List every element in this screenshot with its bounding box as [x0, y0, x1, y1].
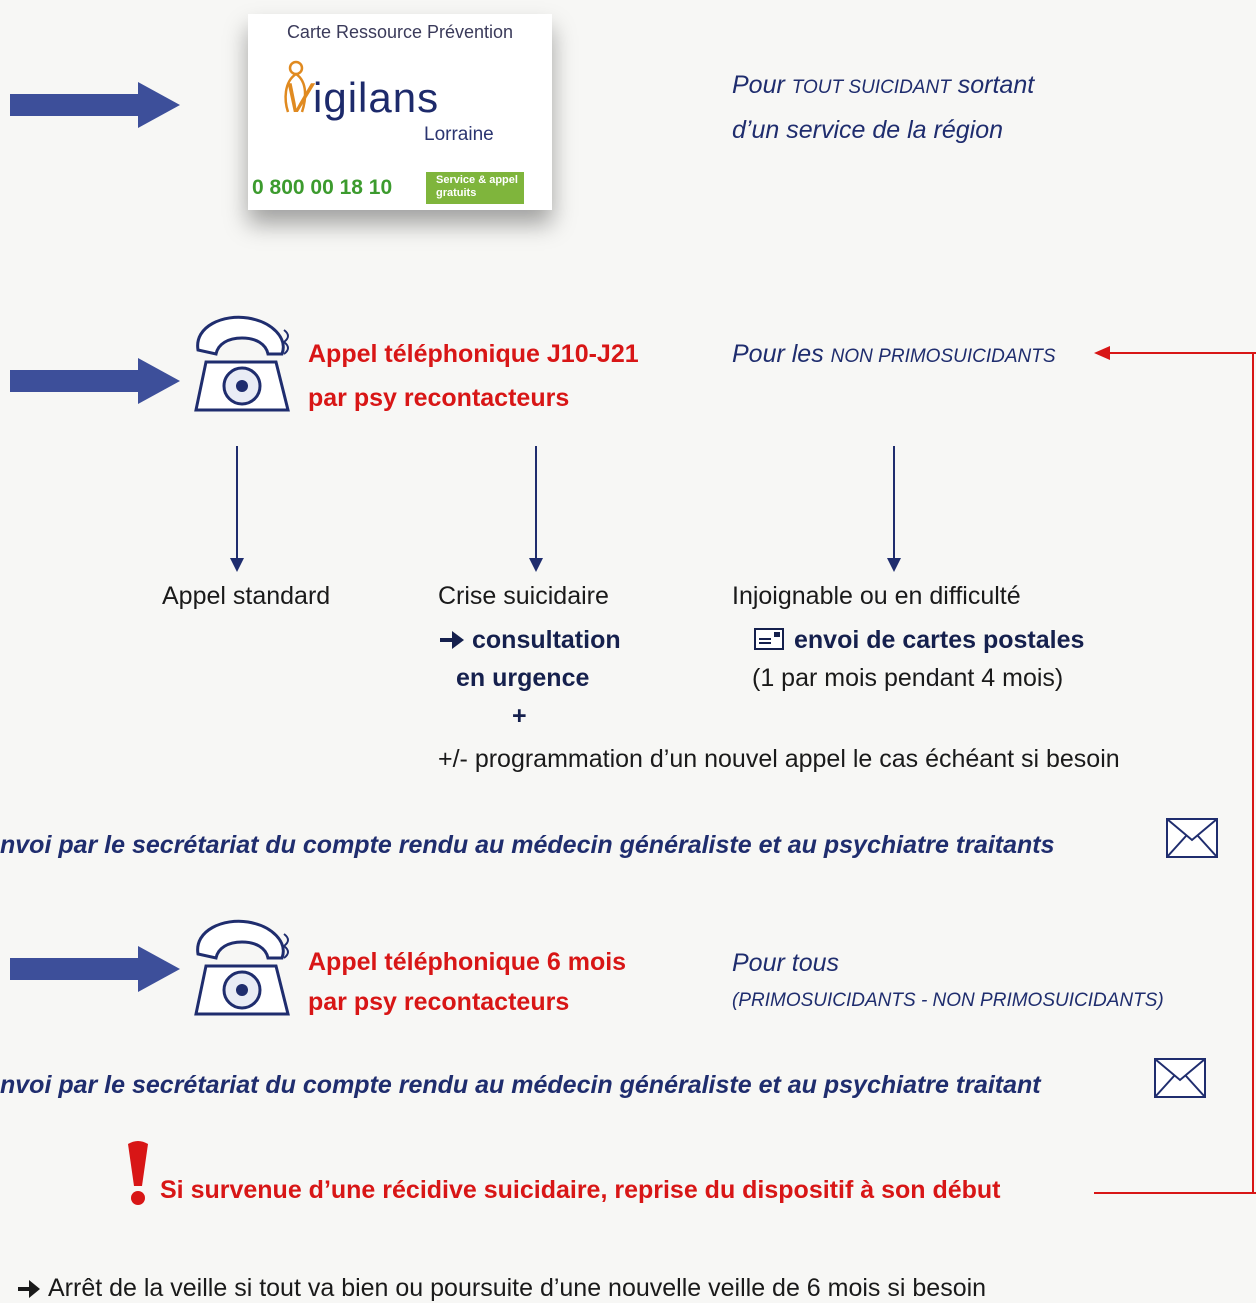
card-title: Carte Ressource Prévention [286, 22, 514, 42]
report-line-2: nvoi par le secrétariat du compte rendu … [0, 1071, 1041, 1099]
loop-back-line [1252, 352, 1254, 1194]
outcome-unreachable-line1: envoi de cartes postales [794, 626, 1085, 654]
outcome-crisis-line2: en urgence [456, 664, 590, 692]
card-region: Lorraine [424, 124, 494, 145]
final-text: Arrêt de la veille si tout va bien ou po… [48, 1274, 987, 1302]
envelope-icon [1154, 1058, 1206, 1098]
followup-text: +/- programmation d’un nouvel appel le c… [438, 745, 1120, 773]
arrow-right-icon [10, 358, 180, 404]
exclamation-icon [128, 1141, 148, 1205]
recidive-text: Si survenue d’une récidive suicidaire, r… [160, 1176, 1001, 1204]
vigilans-card: Carte Ressource Prévention Vigilans Lorr… [248, 14, 552, 210]
report-line-1: nvoi par le secrétariat du compte rendu … [0, 831, 1055, 859]
red-arrow-left-icon [1094, 346, 1256, 360]
step2-title: Appel téléphonique J10-J21 par psy recon… [308, 340, 639, 412]
outcome-standard: Appel standard [162, 582, 331, 610]
outcome-unreachable-line2: (1 par mois pendant 4 mois) [752, 664, 1064, 692]
step1-note: Pour tout suicidant sortant d’un service… [732, 71, 1035, 144]
arrow-down-icon [529, 446, 543, 572]
arrow-down-icon [230, 446, 244, 572]
envelope-icon [1166, 818, 1218, 858]
step2-note: Pour les non primosuicidants [732, 340, 1056, 368]
card-brand: Vigilans [284, 74, 440, 121]
outcome-crisis-title: Crise suicidaire [438, 582, 609, 610]
telephone-icon [194, 315, 290, 412]
arrow-down-icon [887, 446, 901, 572]
outcome-crisis-line1: consultation [472, 626, 621, 654]
plus-sign: + [512, 702, 527, 730]
arrow-right-icon [10, 946, 180, 992]
card-badge: Service & appel gratuits [426, 172, 524, 204]
postcard-icon [754, 628, 784, 650]
person-logo-icon [284, 60, 307, 113]
arrow-right-icon [18, 1280, 40, 1298]
step3-title: Appel téléphonique 6 mois par psy recont… [308, 948, 627, 1016]
outcome-unreachable-title: Injoignable ou en difficulté [732, 582, 1021, 610]
arrow-right-icon [10, 82, 180, 128]
arrow-right-icon [440, 631, 464, 649]
step3-note: Pour tous (primosuicidants - non primosu… [732, 949, 1164, 1011]
loop-line-bottom [1094, 1192, 1256, 1194]
card-phone-number: 0 800 00 18 10 [252, 176, 393, 199]
telephone-icon [194, 919, 290, 1016]
